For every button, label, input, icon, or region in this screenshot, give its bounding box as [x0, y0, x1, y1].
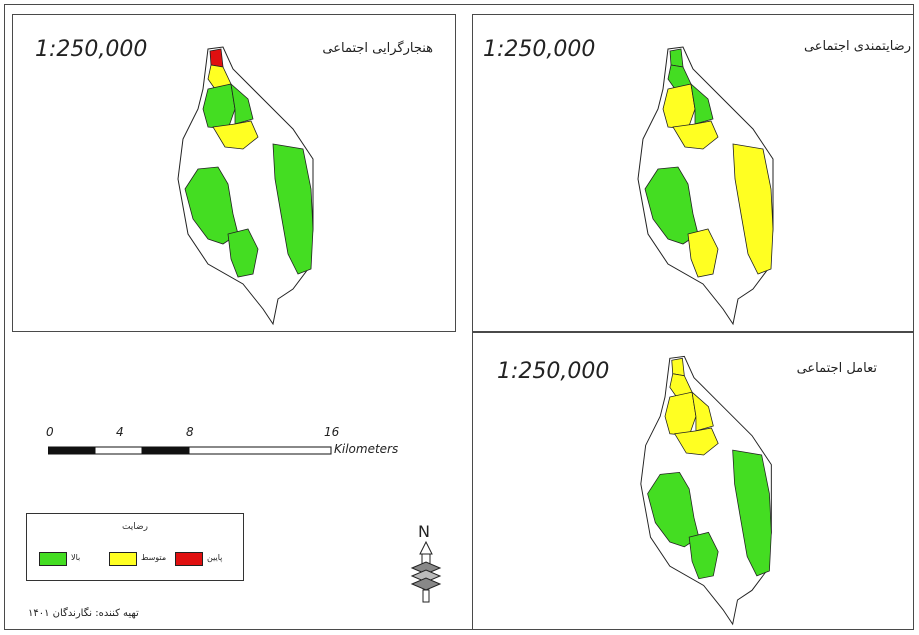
north-arrow-label: N: [418, 522, 430, 541]
zone-yellow-east: [732, 143, 774, 275]
north-arrow: N: [408, 522, 444, 606]
legend-title: رضایت: [121, 522, 149, 532]
district-map: [177, 46, 314, 326]
zone-yellow-mid: [672, 120, 719, 150]
district-map: [640, 355, 772, 626]
zone-green-north-top: [669, 48, 684, 68]
zone-yellow-southwest: [687, 228, 719, 278]
zone-green-north-2: [230, 82, 254, 125]
scale-tick-16: 16: [324, 425, 340, 439]
scale-label: 1:250,000: [483, 37, 596, 62]
zone-yellow-mid: [212, 120, 259, 150]
zone-green-east: [732, 449, 772, 577]
panel-title: تعامل اجتماعی: [796, 361, 877, 376]
zone-yellow-north-2: [691, 391, 714, 432]
panel-title: هنجارگرایی اجتماعی: [322, 41, 433, 56]
zone-green-southwest: [688, 531, 719, 580]
scale-bar: 0 4 8 16 Kilometers: [46, 425, 448, 465]
zone-green-north-1: [202, 83, 236, 130]
legend: رضایت بالا متوسط پایین: [26, 513, 244, 581]
scale-units: Kilometers: [334, 442, 399, 456]
panel-title: رضایتمندی اجتماعی: [803, 39, 911, 54]
zone-yellow-north-1: [664, 391, 697, 437]
legend-swatch-low: [175, 552, 203, 566]
zone-green-north-2: [690, 82, 714, 125]
scale-label: 1:250,000: [497, 359, 610, 384]
north-arrow-icon: [410, 540, 442, 603]
panel-interaction: 1:250,000 تعامل اجتماعی: [472, 332, 914, 630]
legend-label-low: پایین: [207, 553, 223, 562]
zone-yellow-mid: [674, 427, 719, 456]
legend-label-medium: متوسط: [141, 553, 167, 562]
district-map: [637, 46, 774, 326]
zone-yellow-north-1: [662, 83, 696, 130]
zone-green-southwest: [227, 228, 259, 278]
panel-normativity: 1:250,000 هنجارگرایی اجتماعی: [12, 14, 456, 332]
legend-swatch-high: [39, 552, 67, 566]
legend-swatch-medium: [109, 552, 137, 566]
scale-bar-graphic: [48, 446, 332, 455]
zone-yellow-north-top: [671, 357, 685, 377]
credit-line: تهیه کننده: نگارندگان ۱۴۰۱: [28, 608, 139, 619]
zone-green-east: [272, 143, 314, 275]
scale-tick-0: 0: [46, 425, 54, 439]
scale-label: 1:250,000: [35, 37, 148, 62]
panel-satisfaction: 1:250,000 رضایتمندی اجتماعی: [472, 14, 914, 332]
scale-tick-4: 4: [116, 425, 124, 439]
zone-red: [209, 48, 224, 68]
scale-tick-8: 8: [186, 425, 194, 439]
legend-label-high: بالا: [71, 553, 81, 562]
